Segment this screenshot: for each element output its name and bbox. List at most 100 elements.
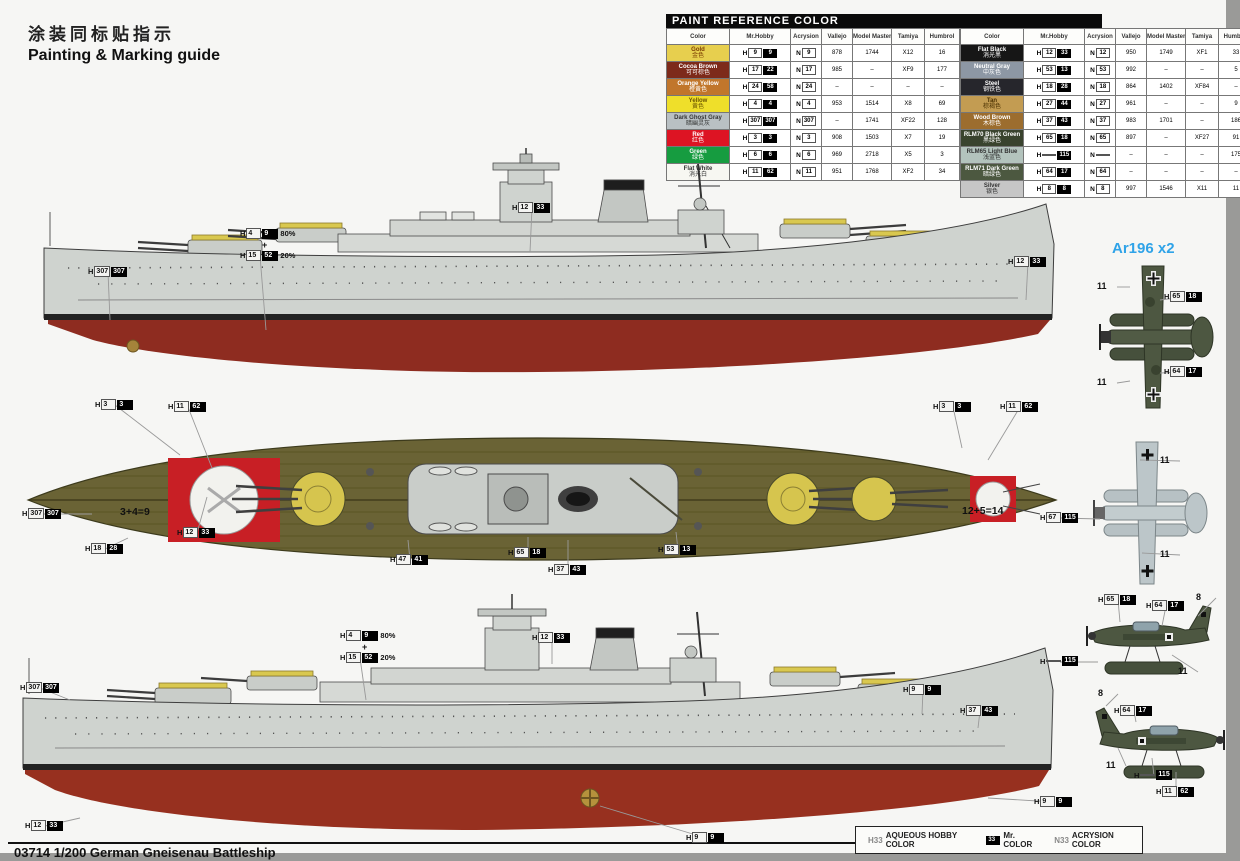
paint-number-cell: 992 (1115, 61, 1147, 79)
paint-number-cell: – (1146, 129, 1186, 147)
callout-number: 11 (1106, 760, 1116, 770)
aircraft-bottom-view-light (1093, 441, 1208, 585)
paint-number-cell: 177 (924, 61, 960, 79)
aircraft-section-title: Ar196 x2 (1112, 240, 1175, 257)
paint-number-cell: – (1115, 146, 1147, 164)
paint-number-cell: 997 (1115, 180, 1147, 198)
aircraft-side-view-left (1086, 605, 1212, 675)
callout-number: 11 (1160, 455, 1170, 465)
callout-number: 8 (1098, 688, 1104, 698)
callout-number: + (262, 240, 268, 250)
callout-number: 12+5=14 (962, 505, 1004, 517)
paint-number-cell: XF1 (1185, 44, 1219, 62)
paint-number-cell: 864 (1115, 78, 1147, 96)
kit-caption: 03714 1/200 German Gneisenau Battleship (14, 845, 276, 860)
paint-number-cell: 878 (821, 44, 853, 62)
legend-c-code: 33 (986, 835, 1001, 845)
paint-number-cell: XF84 (1185, 78, 1219, 96)
paint-column-header: Color (960, 28, 1024, 45)
acrysion-cell: N (1084, 146, 1116, 164)
paint-number-cell: – (821, 78, 853, 96)
paint-number-cell: X7 (891, 129, 925, 147)
paint-column-header: Humbrol (924, 28, 960, 45)
paint-number-cell: 1701 (1146, 112, 1186, 130)
paint-number-cell: 1503 (852, 129, 892, 147)
paint-number-cell: – (1146, 61, 1186, 79)
paint-number-cell: 1749 (1146, 44, 1186, 62)
callout-number: 8 (1196, 592, 1202, 602)
paint-column-header: Mr.Hobby (729, 28, 791, 45)
aircraft-top-view-camo (1099, 265, 1214, 409)
legend-n-code: N33 (1054, 835, 1069, 845)
paint-number-cell: 1514 (852, 95, 892, 113)
paint-number-cell: – (1185, 146, 1219, 164)
callout-number: + (362, 642, 368, 652)
paint-column-header: Tamiya (891, 28, 925, 45)
title-chinese: 涂装同标贴指示 (28, 25, 175, 44)
ship-side-profile-top (43, 148, 1055, 373)
paint-number-cell: 186 (1218, 112, 1240, 130)
legend-mrcolor: 33 Mr. COLOR (986, 831, 1036, 849)
callout-number: 11 (1178, 666, 1188, 676)
paint-number-cell: 1741 (852, 112, 892, 130)
paint-number-cell: 128 (924, 112, 960, 130)
paint-number-cell: 5 (1218, 61, 1240, 79)
paint-number-cell: 9 (1218, 95, 1240, 113)
legend-h-label: AQUEOUS HOBBY COLOR (885, 831, 958, 849)
paint-number-cell: 951 (821, 163, 853, 181)
paint-number-cell: – (1185, 163, 1219, 181)
paint-number-cell: – (1146, 146, 1186, 164)
paint-number-cell: 950 (1115, 44, 1147, 62)
paint-number-cell: – (1146, 95, 1186, 113)
paint-number-cell: – (1185, 61, 1219, 79)
paint-column-header: Vallejo (821, 28, 853, 45)
paint-number-cell: – (924, 78, 960, 96)
legend-h-code: H33 (868, 835, 883, 845)
paint-column-header: Acrysion (1084, 28, 1116, 45)
paint-number-cell: X8 (891, 95, 925, 113)
paint-number-cell: – (852, 61, 892, 79)
